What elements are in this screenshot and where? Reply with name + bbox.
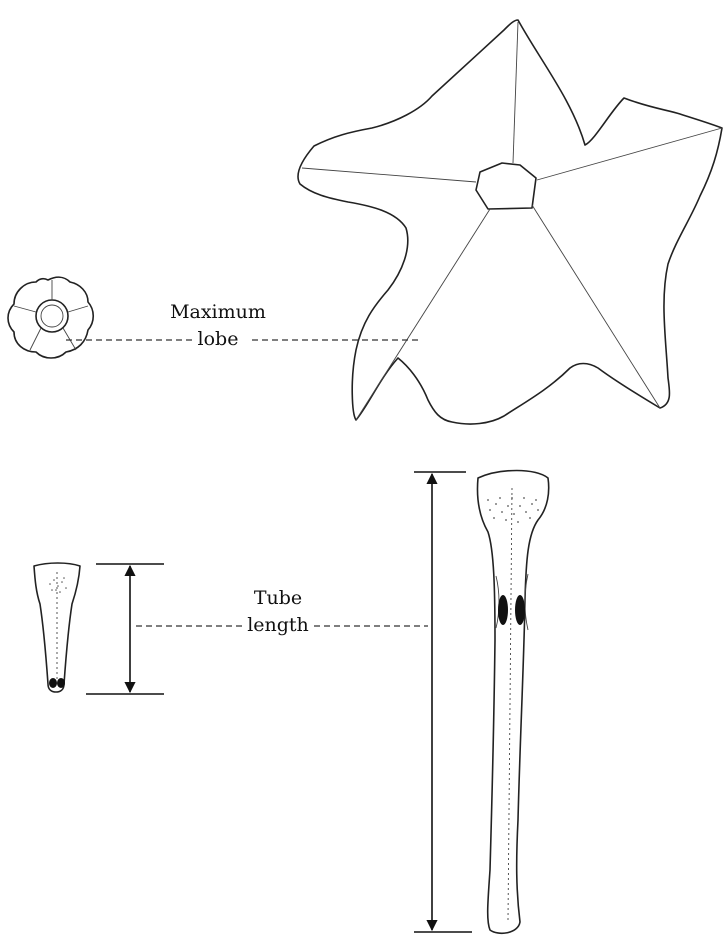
large-flower-throat (476, 163, 536, 209)
small-flower-tube (34, 563, 80, 692)
tube-length-annotation: Tube length (136, 587, 428, 636)
small-flower-vein (68, 306, 88, 312)
large-flower-vein (537, 128, 722, 180)
large-flower-vein (513, 22, 518, 163)
tube-length-label-line1: Tube (254, 587, 302, 609)
large-flower-front-view (298, 20, 722, 424)
maximum-lobe-label-line1: Maximum (170, 301, 266, 323)
maximum-lobe-annotation: Maximum lobe (66, 301, 418, 350)
large-tube-dark-mark (498, 595, 508, 625)
small-flower-vein (14, 306, 36, 312)
small-flower-vein (30, 328, 41, 350)
large-flower-vein (532, 205, 660, 408)
small-flower-throat-inner (41, 305, 63, 327)
maximum-lobe-label-line2: lobe (198, 328, 239, 350)
small-tube-dark-mark (49, 678, 57, 688)
large-tube-dark-mark (515, 595, 525, 625)
large-flower-vein (302, 168, 476, 182)
small-flower-outline (8, 277, 93, 358)
small-tube-dimension (86, 564, 164, 694)
large-tube-midrib (508, 488, 512, 920)
large-flower-outline (298, 20, 722, 424)
large-tube-dimension (414, 472, 472, 932)
large-tube-stipple (487, 497, 539, 523)
small-flower-vein (63, 328, 76, 350)
large-tube-outline (477, 471, 548, 934)
tube-length-label-line2: length (247, 614, 309, 636)
large-tube-shading (496, 576, 499, 628)
small-flower-front-view (8, 277, 93, 358)
small-tube-stipple (49, 577, 67, 593)
small-tube-dark-mark (57, 678, 65, 688)
large-flower-tube (477, 471, 548, 934)
